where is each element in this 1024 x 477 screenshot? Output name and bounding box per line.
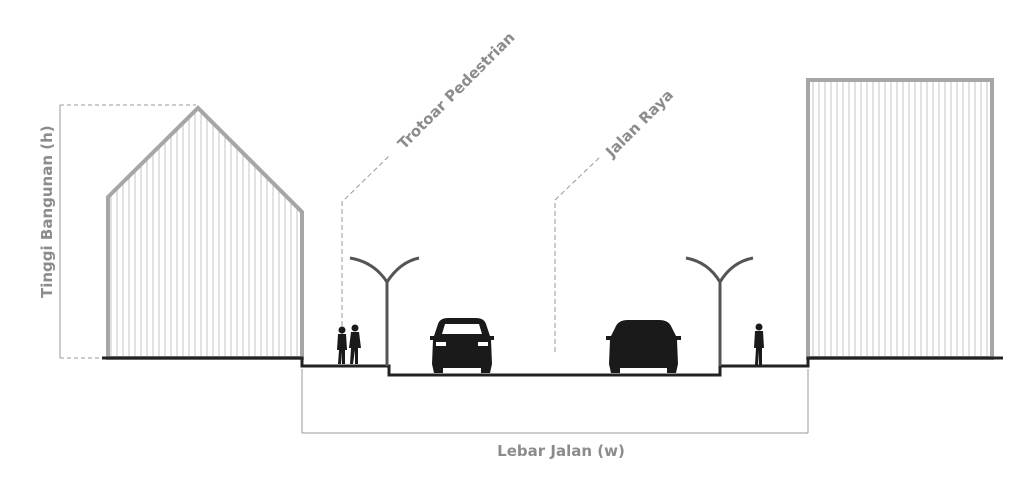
ground-profile [102,356,1003,377]
left-house-building [106,105,304,360]
street-lamp-right [685,256,754,366]
right-tall-building [806,78,994,360]
building-height-dimension [59,104,196,359]
pedestrian-couple-silhouette [337,324,361,364]
sidewalk-label: Trotoar Pedestrian [394,28,518,152]
street-width-label: Lebar Jalan (w) [497,442,625,460]
street-lamp-left [349,256,420,366]
road-leader-line [554,156,601,352]
building-height-label: Tinggi Bangunan (h) [38,125,56,298]
car-rear-silhouette [606,320,681,373]
street-width-dimension [301,369,809,434]
pedestrian-silhouette [754,323,764,365]
car-front-silhouette [430,318,494,373]
sidewalk-leader-line [341,155,390,342]
road-label: Jalan Raya [601,86,677,162]
